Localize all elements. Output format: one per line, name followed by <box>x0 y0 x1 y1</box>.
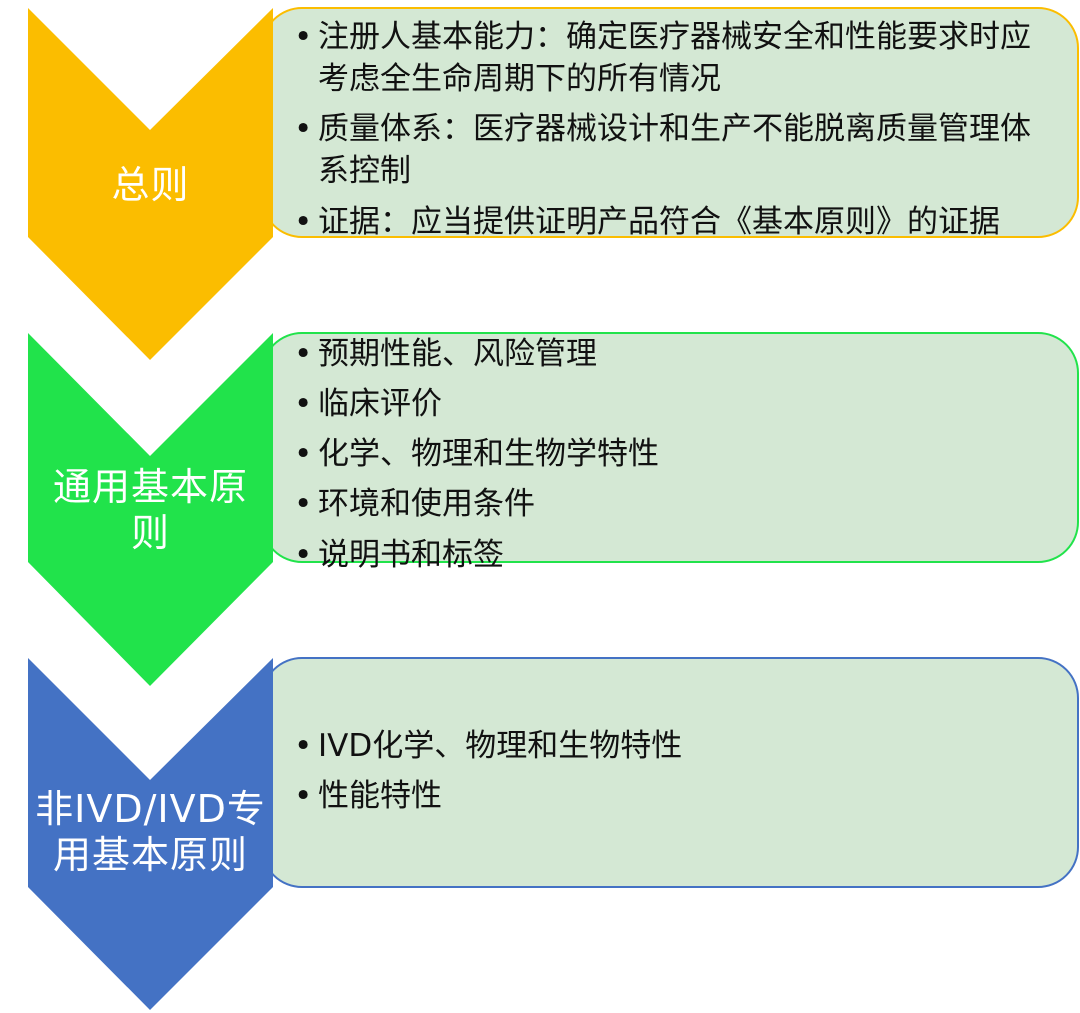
bullet-item: 环境和使用条件 <box>292 483 1052 525</box>
bullet-item: 性能特性 <box>292 775 1052 817</box>
stage3-chevron <box>28 658 273 1010</box>
stage1-title-line-1: 总则 <box>111 162 190 207</box>
bullet-item: 证据：应当提供证明产品符合《基本原则》的证据 <box>292 201 1052 243</box>
stage2-title-line-1: 通用基本原 <box>52 464 248 509</box>
stage3-title-line-1: 非IVD/IVD专 <box>35 786 266 831</box>
stage2-title: 通用基本原 则 <box>28 450 273 570</box>
stage1-chevron <box>28 8 273 360</box>
stage2-bullets: 预期性能、风险管理 临床评价 化学、物理和生物学特性 环境和使用条件 说明书和标… <box>292 333 1052 584</box>
bullet-item: 预期性能、风险管理 <box>292 333 1052 375</box>
stage2-title-line-2: 则 <box>130 511 170 555</box>
bullet-item: 质量体系：医疗器械设计和生产不能脱离质量管理体系控制 <box>292 108 1052 192</box>
bullet-item: 化学、物理和生物学特性 <box>292 433 1052 475</box>
stage3-bullets: IVD化学、物理和生物特性 性能特性 <box>292 725 1052 825</box>
bullet-item: IVD化学、物理和生物特性 <box>292 725 1052 767</box>
stage3-title-line-2: 用基本原则 <box>52 833 248 877</box>
stage1-title: 总则 <box>28 130 273 240</box>
stage3-title: 非IVD/IVD专 用基本原则 <box>28 772 273 892</box>
stage2-chevron <box>28 333 273 686</box>
bullet-item: 说明书和标签 <box>292 534 1052 576</box>
bullet-item: 临床评价 <box>292 383 1052 425</box>
stage1-bullets: 注册人基本能力：确定医疗器械安全和性能要求时应考虑全生命周期下的所有情况 质量体… <box>292 16 1052 251</box>
bullet-item: 注册人基本能力：确定医疗器械安全和性能要求时应考虑全生命周期下的所有情况 <box>292 16 1052 100</box>
